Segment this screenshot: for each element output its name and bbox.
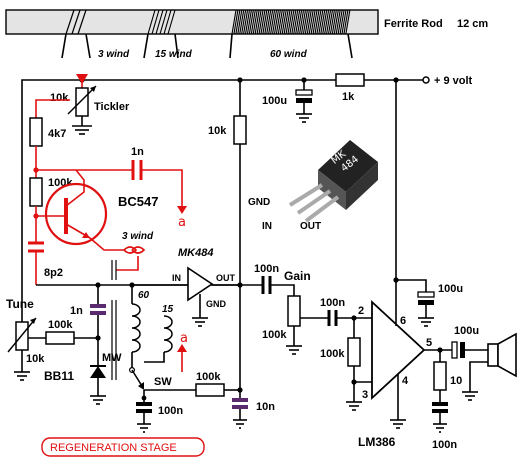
- zobel-capacitor-label: 100n: [432, 439, 457, 451]
- sw-label: SW: [154, 376, 172, 388]
- coupling-capacitor-label: 100n: [254, 263, 279, 275]
- gain-label: Gain: [284, 269, 311, 283]
- coil-15-label: 15: [162, 304, 174, 315]
- amplifier-section: 100n Gain 100k 100n 100k 2 3 4 5 6 LM386: [240, 80, 517, 451]
- input-resistor-label: 100k: [320, 348, 345, 360]
- point-a-bottom: a: [180, 331, 188, 346]
- tune-resistor-label: 100k: [48, 319, 73, 331]
- capacitor-8p2-label: 8p2: [44, 267, 63, 279]
- zobel-resistor: [433, 361, 447, 391]
- tune-label: Tune: [6, 297, 34, 311]
- detector-pin-in: IN: [172, 273, 181, 283]
- tickler-potentiometer[interactable]: [75, 87, 89, 117]
- coil-60: [131, 303, 141, 353]
- package-pin-in: IN: [262, 221, 272, 232]
- regeneration-circuit: 10k Tickler 4k7 1n a 100k BC547: [28, 74, 187, 380]
- detector-ic-label: MK484: [178, 247, 213, 259]
- sw-resistor: [195, 383, 225, 397]
- lm386-pin4: 4: [402, 375, 409, 387]
- tuning-section: Tune 10k 100k 1n BB11 MW 60 15: [6, 282, 243, 433]
- gain-pot-value: 100k: [262, 329, 287, 341]
- lm386-pin2: 2: [358, 305, 364, 317]
- mw-label: MW: [102, 352, 122, 364]
- resistor-4k7-label: 4k7: [48, 128, 66, 140]
- bias-resistor: [29, 177, 43, 207]
- load-resistor-label: 10k: [208, 125, 227, 137]
- varicap-label: BB11: [44, 369, 74, 383]
- detector-load: 10k 10n: [208, 80, 275, 429]
- supply-terminal: [422, 76, 430, 84]
- supply-capacitor: [295, 80, 313, 123]
- band-switch[interactable]: [131, 369, 143, 387]
- transistor-label: BC547: [118, 194, 158, 209]
- feedback-coil-label: 3 wind: [122, 231, 154, 242]
- tickler-pot-value: 10k: [50, 92, 69, 104]
- varicap-diode: [90, 366, 106, 378]
- bc547-transistor: [36, 169, 124, 251]
- coil-15: [163, 315, 173, 353]
- amp-supply-capacitor-label: 100u: [438, 283, 463, 295]
- varicap-capacitor-label: 1n: [70, 305, 83, 317]
- winding-label-60: 60 wind: [270, 49, 308, 60]
- rod-windings-3: [65, 9, 87, 35]
- gain-potentiometer[interactable]: [287, 295, 301, 327]
- supply-resistor-label: 1k: [342, 91, 355, 103]
- supply-capacitor-label: 100u: [262, 95, 287, 107]
- point-a-top: a: [178, 215, 186, 230]
- mk484-symbol: MK484 IN OUT GND: [132, 247, 240, 327]
- zobel-resistor-label: 10: [450, 375, 462, 387]
- output-capacitor-label: 100u: [454, 325, 479, 337]
- winding-label-3: 3 wind: [98, 49, 130, 60]
- tickler-wiper-arrow: [76, 74, 88, 84]
- lm386-pin6: 6: [400, 315, 406, 327]
- rod-leads: [61, 33, 353, 59]
- sw-capacitor-label: 100n: [158, 405, 183, 417]
- package-pin-gnd: GND: [248, 197, 270, 208]
- speaker-icon: [487, 332, 517, 378]
- ferrite-rod-length: 12 cm: [457, 18, 488, 30]
- detector-pin-gnd: GND: [206, 299, 227, 309]
- ferrite-rod: Ferrite Rod 12 cm 3 wind 15 wind 60 wind: [5, 9, 488, 60]
- tickler-label: Tickler: [94, 101, 130, 113]
- stage-title: REGENERATION STAGE: [41, 437, 205, 457]
- winding-label-15: 15 wind: [155, 49, 193, 60]
- load-resistor: [233, 115, 247, 145]
- supply-voltage-label: + 9 volt: [434, 75, 473, 87]
- regen-capacitor-label: 1n: [131, 146, 144, 158]
- package-pin-out: OUT: [300, 221, 321, 232]
- input-capacitor-label: 100n: [320, 297, 345, 309]
- coil-60-label: 60: [138, 290, 150, 301]
- power-rail: 1k + 9 volt 100u: [21, 73, 473, 322]
- mk484-package: MK 484 GND IN OUT: [248, 140, 378, 232]
- supply-resistor: [335, 73, 365, 87]
- detector-pin-out: OUT: [216, 273, 236, 283]
- resistor-4k7: [29, 117, 43, 147]
- tune-pot-value: 10k: [26, 353, 45, 365]
- tune-resistor: [45, 331, 75, 345]
- rod-windings-15: [147, 9, 176, 35]
- lm386-pin3: 3: [362, 389, 368, 401]
- coil-core-marks: [111, 260, 117, 380]
- rod-windings-60: [231, 9, 351, 35]
- input-resistor: [347, 337, 361, 367]
- lm386-label: LM386: [358, 435, 396, 449]
- sw-resistor-label: 100k: [196, 371, 221, 383]
- decoupling-capacitor-label: 10n: [256, 401, 275, 413]
- stage-title-text: REGENERATION STAGE: [50, 442, 177, 454]
- ferrite-rod-label: Ferrite Rod: [384, 18, 443, 30]
- lm386-pin5: 5: [426, 337, 432, 349]
